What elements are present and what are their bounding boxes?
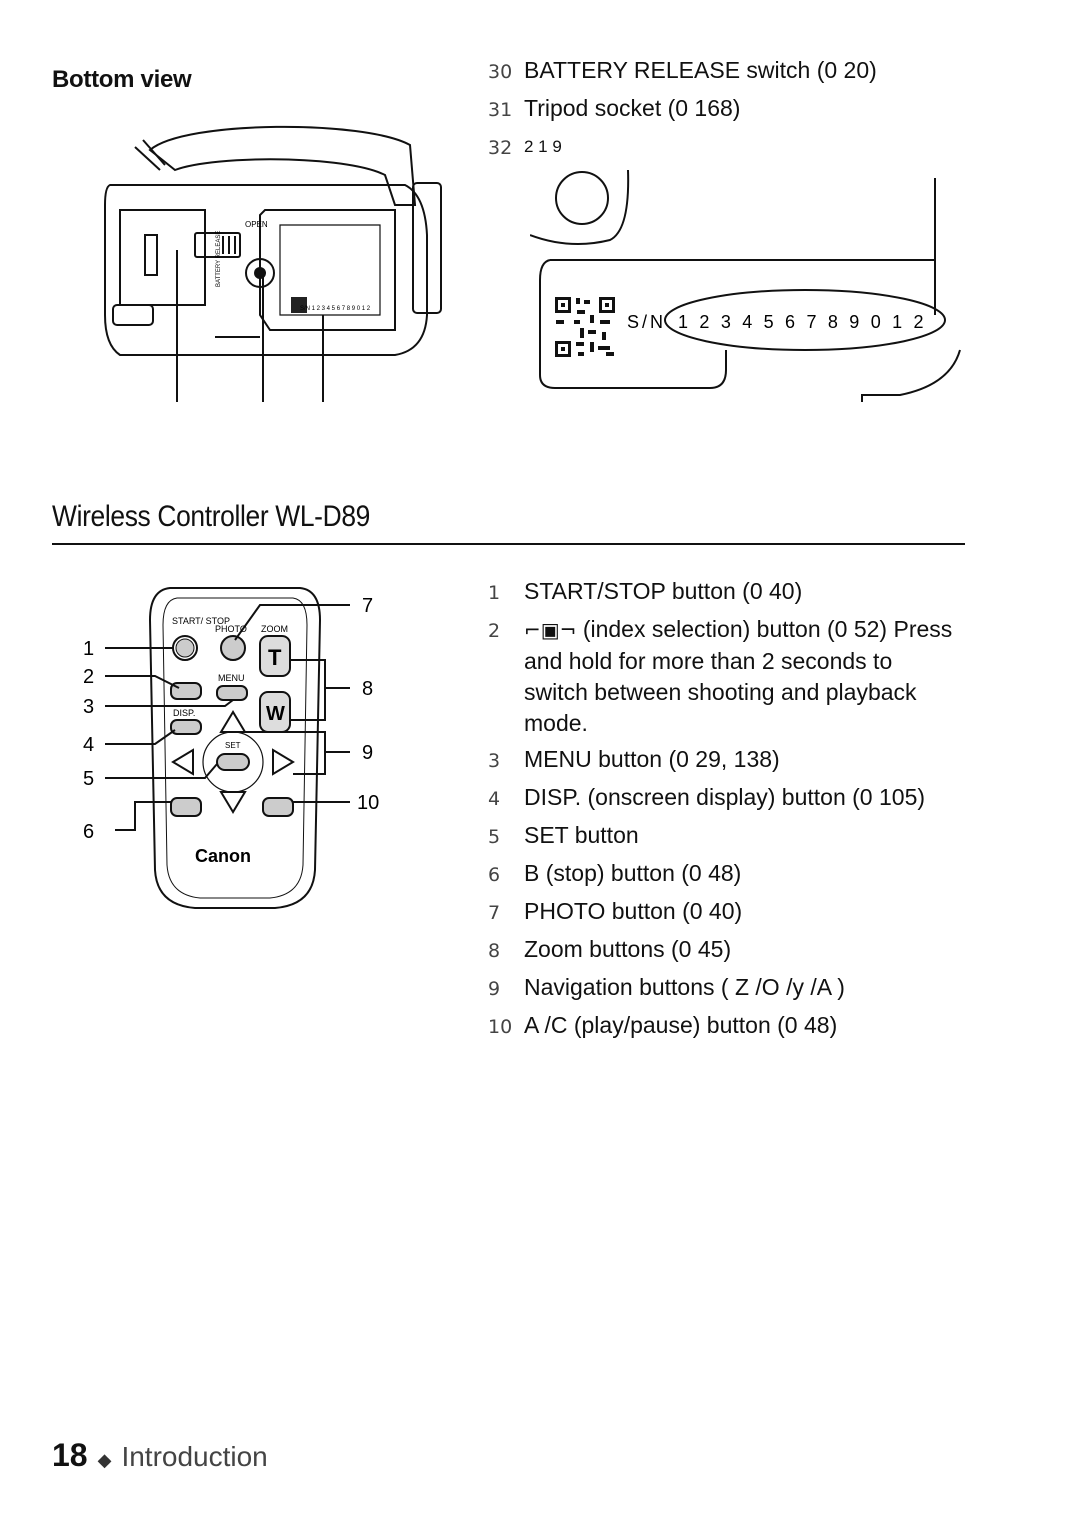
section-name: Introduction	[121, 1441, 268, 1472]
serial-prefix: S/N	[627, 312, 666, 332]
list-item: 9 Navigation buttons ( Z /O /y /A )	[488, 972, 958, 1005]
callout-9: 9	[362, 742, 373, 764]
list-item: 1 START/STOP button (0 40)	[488, 576, 958, 609]
menu-label: MENU	[218, 673, 245, 683]
tele-label: T	[268, 645, 282, 670]
callout-1: 1	[83, 638, 94, 660]
list-item: 2 ⌐▣¬ (index selection) button (0 52) Pr…	[488, 614, 958, 739]
callout-5: 5	[83, 768, 94, 790]
callout-6: 6	[83, 821, 94, 843]
serial-small-label: S/N 1 2 3 4 5 6 7 8 9 0 1 2	[300, 306, 371, 312]
item-number: 10	[488, 1016, 513, 1038]
list-item: 7 PHOTO button (0 40)	[488, 896, 958, 929]
item-text: PHOTO button (0 40)	[524, 898, 743, 924]
item-text: A /C (play/pause) button (0 48)	[524, 1012, 838, 1038]
item-text: Zoom buttons (0 45)	[524, 936, 732, 962]
index-icon: ⌐▣¬	[524, 618, 577, 642]
bottom-view-heading: Bottom view	[52, 66, 192, 93]
item-number: 30	[488, 61, 513, 83]
list-item: 8 Zoom buttons (0 45)	[488, 934, 958, 967]
callout-7: 7	[362, 595, 373, 617]
list-item: 31 Tripod socket (0 168)	[488, 93, 958, 126]
list-item: 5 SET button	[488, 820, 958, 853]
section-divider	[52, 543, 965, 545]
zoom-label: ZOOM	[261, 624, 288, 634]
callout-3: 3	[83, 696, 94, 718]
camera-bottom-illustration: OPEN S/N 1 2 3 4 5 6 7 8 9 0 1 2 BATTERY…	[104, 125, 442, 402]
section-heading: Wireless Controller WL-D89	[52, 500, 370, 533]
camera-parts-list: 30 BATTERY RELEASE switch (0 20) 31 Trip…	[488, 55, 958, 169]
list-item: 3 MENU button (0 29, 138)	[488, 744, 958, 777]
item-number: 3	[488, 750, 501, 772]
item-number: 1	[488, 582, 501, 604]
item-text: SET button	[524, 822, 639, 848]
item-number: 6	[488, 864, 501, 886]
item-text: 2 1 9	[524, 137, 562, 156]
list-item: 32 2 1 9	[488, 131, 958, 164]
photo-label: PHOTO	[215, 624, 247, 634]
start-stop-label: START/ STOP	[172, 616, 230, 626]
battery-release-label: BATTERY RELEASE	[216, 231, 222, 287]
page-footer: 18 ◆ Introduction	[52, 1437, 268, 1474]
item-number: 32	[488, 137, 513, 159]
remote-illustration: START/ STOP PHOTO ZOOM T W MENU DISP. SE…	[83, 587, 379, 909]
callout-8: 8	[362, 678, 373, 700]
item-number: 4	[488, 788, 501, 810]
open-label: OPEN	[245, 220, 268, 229]
item-text: DISP. (onscreen display) button (0 105)	[524, 784, 926, 810]
index-item-text: (index selection) button (0 52) Press an…	[524, 616, 953, 736]
item-number: 31	[488, 99, 513, 121]
remote-parts-list: 1 START/STOP button (0 40) 2 ⌐▣¬ (index …	[488, 576, 958, 1048]
item-text: B (stop) button (0 48)	[524, 860, 742, 886]
item-number: 9	[488, 978, 501, 1000]
serial-closeup-illustration: S/N 1 2 3 4 5 6 7 8 9 0 1 2	[530, 170, 961, 402]
page-number: 18	[52, 1437, 88, 1473]
qr-code-icon	[555, 297, 615, 357]
item-text: Tripod socket (0 168)	[524, 95, 741, 121]
list-item: 10 A /C (play/pause) button (0 48)	[488, 1010, 958, 1043]
item-text: ⌐▣¬ (index selection) button (0 52) Pres…	[524, 614, 958, 739]
diamond-bullet-icon: ◆	[97, 1450, 112, 1470]
item-number: 2	[488, 620, 501, 642]
wide-label: W	[266, 703, 285, 725]
item-text: MENU button (0 29, 138)	[524, 746, 780, 772]
callout-10: 10	[357, 792, 379, 814]
serial-number: 1 2 3 4 5 6 7 8 9 0 1 2	[678, 312, 927, 332]
item-number: 8	[488, 940, 501, 962]
list-item: 30 BATTERY RELEASE switch (0 20)	[488, 55, 958, 88]
list-item: 6 B (stop) button (0 48)	[488, 858, 958, 891]
list-item: 4 DISP. (onscreen display) button (0 105…	[488, 782, 958, 815]
item-text: START/STOP button (0 40)	[524, 578, 803, 604]
set-label: SET	[225, 741, 241, 750]
item-text: BATTERY RELEASE switch (0 20)	[524, 57, 877, 83]
item-number: 5	[488, 826, 501, 848]
canon-logo: Canon	[195, 846, 251, 866]
item-text: Navigation buttons ( Z /O /y /A )	[524, 974, 845, 1000]
callout-2: 2	[83, 666, 94, 688]
callout-4: 4	[83, 734, 94, 756]
disp-label: DISP.	[173, 708, 195, 718]
item-number: 7	[488, 902, 501, 924]
